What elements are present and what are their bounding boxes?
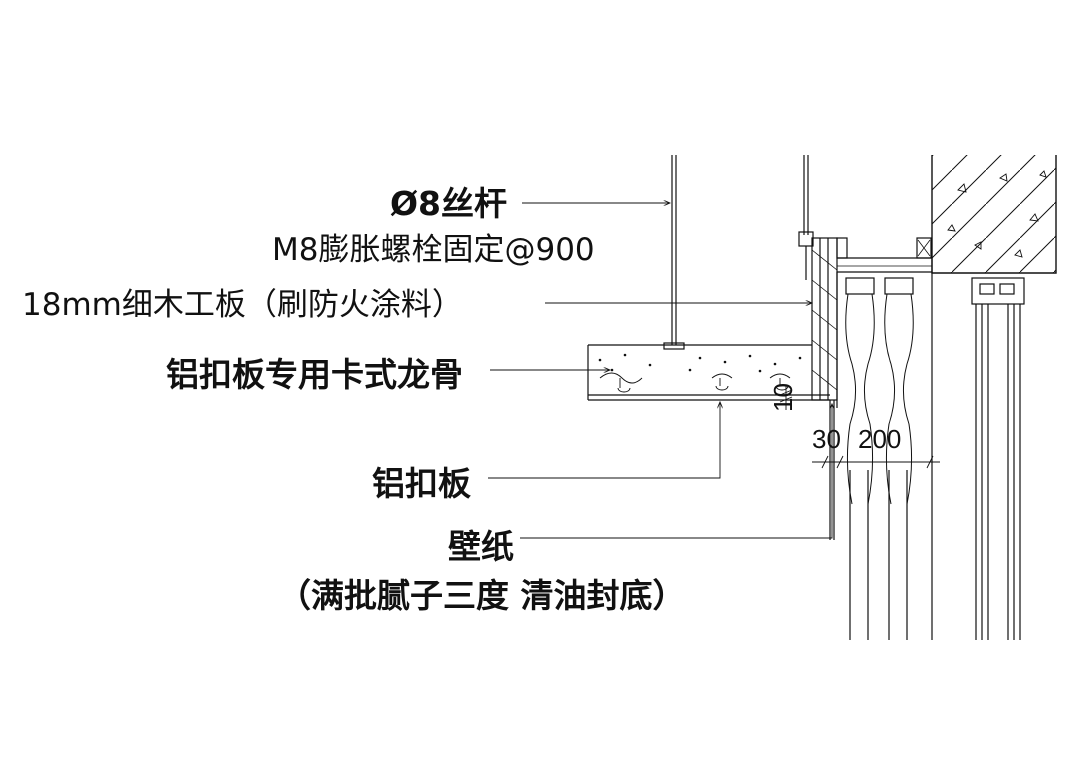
label-wallpaper-note: （满批腻子三度 清油封底） — [278, 576, 686, 615]
threaded-rod — [671, 155, 814, 345]
label-plywood: 18mm细木工板（刷防火涂料） — [22, 287, 463, 323]
label-expansion-bolt: M8膨胀螺栓固定@900 — [272, 232, 595, 268]
dim-200: 200 — [858, 424, 901, 454]
label-wallpaper: 壁纸 — [448, 527, 514, 566]
wall-lines — [829, 272, 838, 540]
aluminum-ceiling — [587, 342, 830, 401]
curtain-pleats — [845, 272, 933, 640]
leader-lines — [488, 203, 832, 539]
label-aluminum-panel: 铝扣板 — [372, 464, 471, 503]
plywood-box — [811, 237, 933, 401]
window-frame — [971, 277, 1025, 640]
dim-30: 30 — [812, 424, 841, 454]
concrete-slab — [931, 155, 1057, 274]
dimension-lines — [779, 386, 940, 469]
label-threaded-rod: Ø8丝杆 — [390, 184, 508, 223]
label-keel: 铝扣板专用卡式龙骨 — [166, 355, 463, 394]
dim-10: 10 — [768, 383, 798, 412]
